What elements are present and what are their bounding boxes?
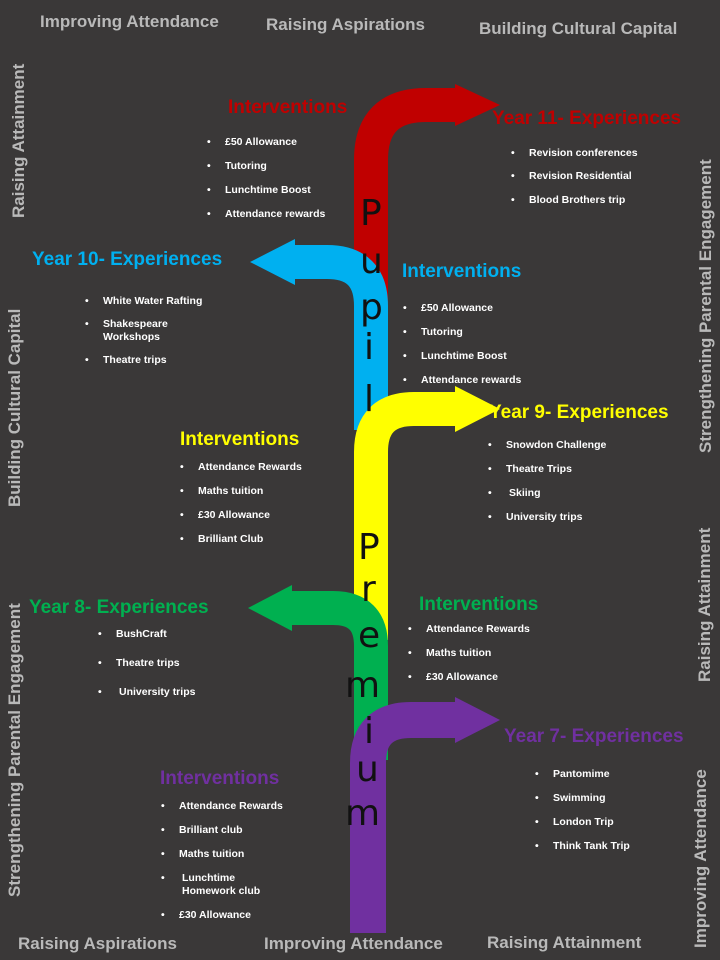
list-item: Lunchtime Boost xyxy=(207,184,325,197)
list-item: Snowdon Challenge xyxy=(488,439,606,452)
list-item: Blood Brothers trip xyxy=(511,194,638,207)
edge-top-3: Building Cultural Capital xyxy=(479,19,678,38)
edge-bottom-1: Raising Aspirations xyxy=(18,934,178,953)
y8-experiences-list: BushCraft Theatre trips University trips xyxy=(98,628,195,699)
y9-experiences-list: Snowdon Challenge Theatre Trips Skiing U… xyxy=(488,439,606,524)
list-item: Brilliant club xyxy=(161,824,283,837)
list-item: Lunchtime Boost xyxy=(403,350,521,363)
y11-interventions-list: £50 Allowance Tutoring Lunchtime Boost A… xyxy=(207,136,325,221)
spine-letter: i xyxy=(364,327,375,368)
y7-experiences-list: Pantomime Swimming London Trip Think Tan… xyxy=(535,768,630,853)
list-item: University trips xyxy=(488,511,606,524)
y9-experiences-heading: Year 9- Experiences xyxy=(489,402,669,423)
list-item: Revision conferences xyxy=(511,147,638,160)
list-item: Tutoring xyxy=(207,160,325,173)
spine-letter: u xyxy=(360,241,383,282)
y10-interventions-list: £50 Allowance Tutoring Lunchtime Boost A… xyxy=(403,302,521,387)
edge-top-1: Improving Attendance xyxy=(40,12,219,31)
list-item: Theatre trips xyxy=(98,657,195,670)
spine-letter: p xyxy=(360,287,383,328)
list-item: Theatre trips xyxy=(85,354,202,367)
list-item: Tutoring xyxy=(403,326,521,339)
list-item: £50 Allowance xyxy=(207,136,325,149)
y7-arrow xyxy=(350,697,500,933)
y10-interventions-heading: Interventions xyxy=(402,261,522,282)
list-item: Brilliant Club xyxy=(180,533,302,546)
list-item: White Water Rafting xyxy=(85,295,202,308)
list-item: Revision Residential xyxy=(511,170,638,183)
spine-letter: P xyxy=(360,193,382,234)
spine-letter: l xyxy=(364,379,375,420)
list-item: £50 Allowance xyxy=(403,302,521,315)
y8-experiences-heading: Year 8- Experiences xyxy=(29,597,209,618)
y11-experiences-heading: Year 11- Experiences xyxy=(492,108,682,129)
edge-bottom-3: Raising Attainment xyxy=(487,933,642,952)
list-item: Maths tuition xyxy=(408,647,530,660)
list-item: Maths tuition xyxy=(161,848,283,861)
y8-interventions-heading: Interventions xyxy=(419,594,539,615)
list-item: Think Tank Trip xyxy=(535,840,630,853)
edge-bottom-2: Improving Attendance xyxy=(264,934,443,953)
y11-arrow xyxy=(354,84,500,320)
list-item: University trips xyxy=(98,686,195,699)
y11-experiences-list: Revision conferences Revision Residentia… xyxy=(511,147,638,207)
list-item: Skiing xyxy=(488,487,606,500)
y8-arrow xyxy=(248,585,388,760)
list-item: Shakespeare Workshops xyxy=(85,318,183,344)
y10-arrow xyxy=(250,239,388,430)
spine-letter: m xyxy=(345,793,381,834)
edge-top-2: Raising Aspirations xyxy=(266,15,426,34)
list-item: Lunchtime Homework club xyxy=(161,872,262,898)
y7-interventions-heading: Interventions xyxy=(160,768,280,789)
list-item: £30 Allowance xyxy=(180,509,302,522)
list-item: Theatre Trips xyxy=(488,463,606,476)
list-item: London Trip xyxy=(535,816,630,829)
list-item: Attendance Rewards xyxy=(180,461,302,474)
y7-interventions-list: Attendance Rewards Brilliant club Maths … xyxy=(161,800,283,922)
spine-letter: e xyxy=(358,615,381,656)
y10-experiences-list: White Water Rafting Shakespeare Workshop… xyxy=(85,295,202,367)
spine-letter: r xyxy=(361,569,376,610)
list-item: Attendance rewards xyxy=(207,208,325,221)
list-item: £30 Allowance xyxy=(408,671,530,684)
list-item: Attendance Rewards xyxy=(408,623,530,636)
list-item: Swimming xyxy=(535,792,630,805)
spine-letter: u xyxy=(356,749,379,790)
y9-arrow xyxy=(354,386,500,640)
list-item: Attendance Rewards xyxy=(161,800,283,813)
y10-experiences-heading: Year 10- Experiences xyxy=(32,249,223,270)
spine-letter: m xyxy=(345,665,381,706)
y9-interventions-heading: Interventions xyxy=(180,429,300,450)
y11-interventions-heading: Interventions xyxy=(228,97,348,118)
list-item: £30 Allowance xyxy=(161,909,283,922)
list-item: Maths tuition xyxy=(180,485,302,498)
list-item: Pantomime xyxy=(535,768,630,781)
y9-interventions-list: Attendance Rewards Maths tuition £30 All… xyxy=(180,461,302,546)
list-item: Attendance rewards xyxy=(403,374,521,387)
y8-interventions-list: Attendance Rewards Maths tuition £30 All… xyxy=(408,623,530,684)
spine-letter: P xyxy=(358,527,380,568)
list-item: BushCraft xyxy=(98,628,195,641)
y7-experiences-heading: Year 7- Experiences xyxy=(504,726,684,747)
spine-letter: i xyxy=(364,711,375,752)
